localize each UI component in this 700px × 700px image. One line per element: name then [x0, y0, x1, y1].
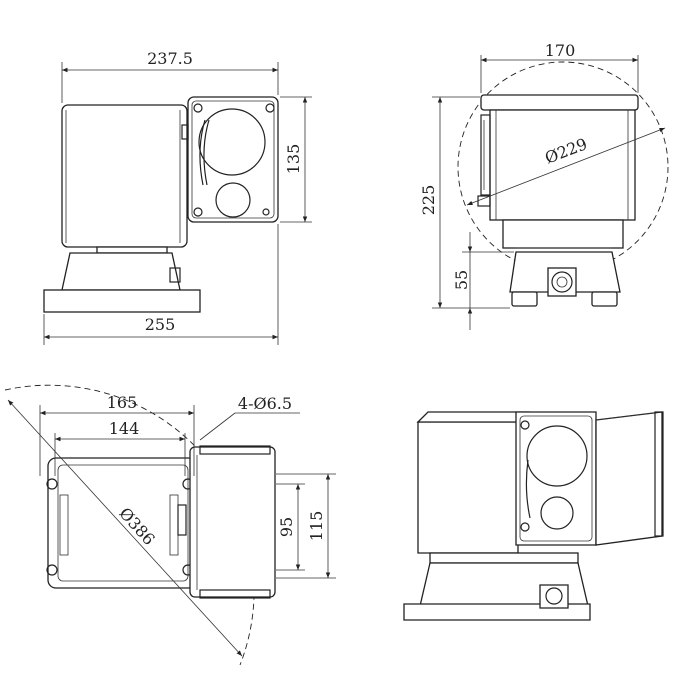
dim-side-base-height: 55	[452, 270, 471, 290]
dim-side-width: 170	[545, 41, 576, 60]
dim-bottom-holes: 4-Ø6.5	[238, 394, 292, 413]
front-base	[61, 252, 181, 291]
side-body	[489, 109, 636, 221]
iso-body-front	[417, 421, 519, 554]
iso-secondary-lens	[540, 496, 574, 530]
iso-side-panel	[595, 411, 663, 546]
front-base-plate	[43, 289, 201, 313]
dim-side-height: 225	[419, 185, 438, 216]
front-door-panel	[187, 96, 279, 223]
secondary-lens-window	[215, 182, 251, 218]
main-lens-window	[198, 108, 266, 176]
front-housing	[61, 104, 188, 248]
front-neck	[96, 246, 168, 254]
iso-main-lens	[526, 425, 588, 487]
dim-bottom-spacing-large: 115	[307, 511, 326, 542]
side-top-cap	[480, 94, 639, 111]
dim-front-width-top: 237.5	[147, 49, 193, 68]
bottom-housing	[189, 446, 276, 598]
side-neck	[502, 219, 624, 249]
iso-connector	[539, 584, 569, 609]
dim-bottom-width-outer: 165	[107, 393, 138, 412]
dim-bottom-spacing-small: 95	[277, 517, 296, 537]
dim-bottom-width-inner: 144	[109, 419, 140, 438]
isometric-view	[403, 411, 664, 621]
bottom-view: Ø386 165 144 4-Ø6.5 95 115	[4, 384, 336, 666]
front-view: 237.5 135 255	[43, 49, 312, 345]
iso-neck	[429, 552, 579, 564]
side-connector	[547, 267, 577, 297]
side-view: 170 Ø229 225 55	[419, 41, 669, 330]
dim-front-height: 135	[284, 144, 303, 175]
dim-front-width-base: 255	[145, 315, 176, 334]
